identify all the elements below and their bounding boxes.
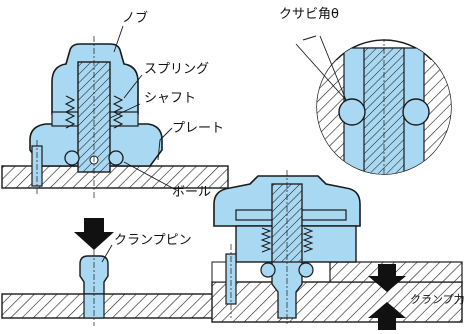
ball-left [64,150,80,166]
detail-ball-left [338,98,366,126]
label-clamp-pin: クランプピン [114,233,192,248]
ball-right [108,150,124,166]
base-plate-bottom-right [211,281,463,323]
leader-lines-left [109,25,179,192]
label-spring: スプリング [144,62,209,77]
label-ball: ボール [172,185,211,200]
clamp-force-down-arrow-icon [368,264,406,292]
label-shaft: シャフト [144,91,196,106]
clamp-force-up-arrow-icon [368,302,406,330]
label-wedge-angle: クサビ角θ [279,7,339,22]
clamp-pin-assembly [1,244,229,326]
spring-coils [64,95,124,129]
assembly-clamped [211,170,463,326]
assembly-unclamped [1,36,229,198]
down-arrow-icon [74,218,114,250]
label-knob: ノブ [122,10,148,26]
base-plate-bottom-left [1,293,229,319]
label-clamp-force: クランプ力 [410,293,465,306]
label-plate: プレート [172,121,224,136]
detail-circle [295,35,452,175]
detail-ball-right [402,98,430,126]
